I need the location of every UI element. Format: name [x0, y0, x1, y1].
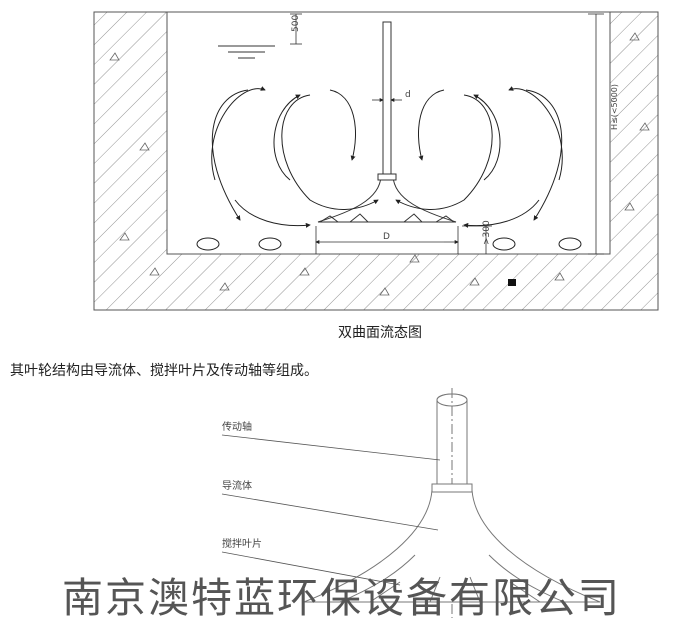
dim-D: [315, 226, 459, 254]
dim-depth-label: H≤(<5000): [610, 84, 619, 130]
dim-500-label: 500: [291, 15, 301, 32]
drive-shaft: [382, 21, 392, 177]
body-paragraph: 其叶轮结构由导流体、搅拌叶片及传动轴等组成。: [10, 363, 318, 379]
dim-500: [290, 13, 302, 45]
figure-caption: 双曲面流态图: [338, 325, 422, 341]
leader-lines: [221, 434, 441, 586]
dim-d-label: d: [405, 90, 411, 100]
flow-loops-right: [395, 86, 563, 228]
guide-body: [303, 483, 601, 603]
tank-wall: [93, 11, 659, 311]
concrete-aggregate: [109, 32, 650, 296]
dim-depth: [588, 13, 604, 255]
bottom-eddies: [196, 237, 582, 251]
label-mixing-blade: 搅拌叶片: [222, 537, 262, 550]
impeller: [317, 173, 457, 223]
impeller-structure-diagram: 传动轴 导流体 搅拌叶片: [221, 388, 601, 618]
company-watermark: 南京澳特蓝环保设备有限公司: [62, 574, 621, 622]
marker-square: [508, 279, 516, 286]
dim-300-label: >300: [482, 220, 492, 245]
label-guide-body: 导流体: [222, 479, 252, 492]
hyperboloid-flow-diagram: 500 d D >300 H≤(<5000): [93, 11, 659, 311]
label-drive-shaft: 传动轴: [222, 420, 252, 433]
dim-D-label: D: [383, 232, 390, 242]
flow-loops-left: [211, 86, 379, 228]
water-level-mark: [218, 45, 275, 59]
